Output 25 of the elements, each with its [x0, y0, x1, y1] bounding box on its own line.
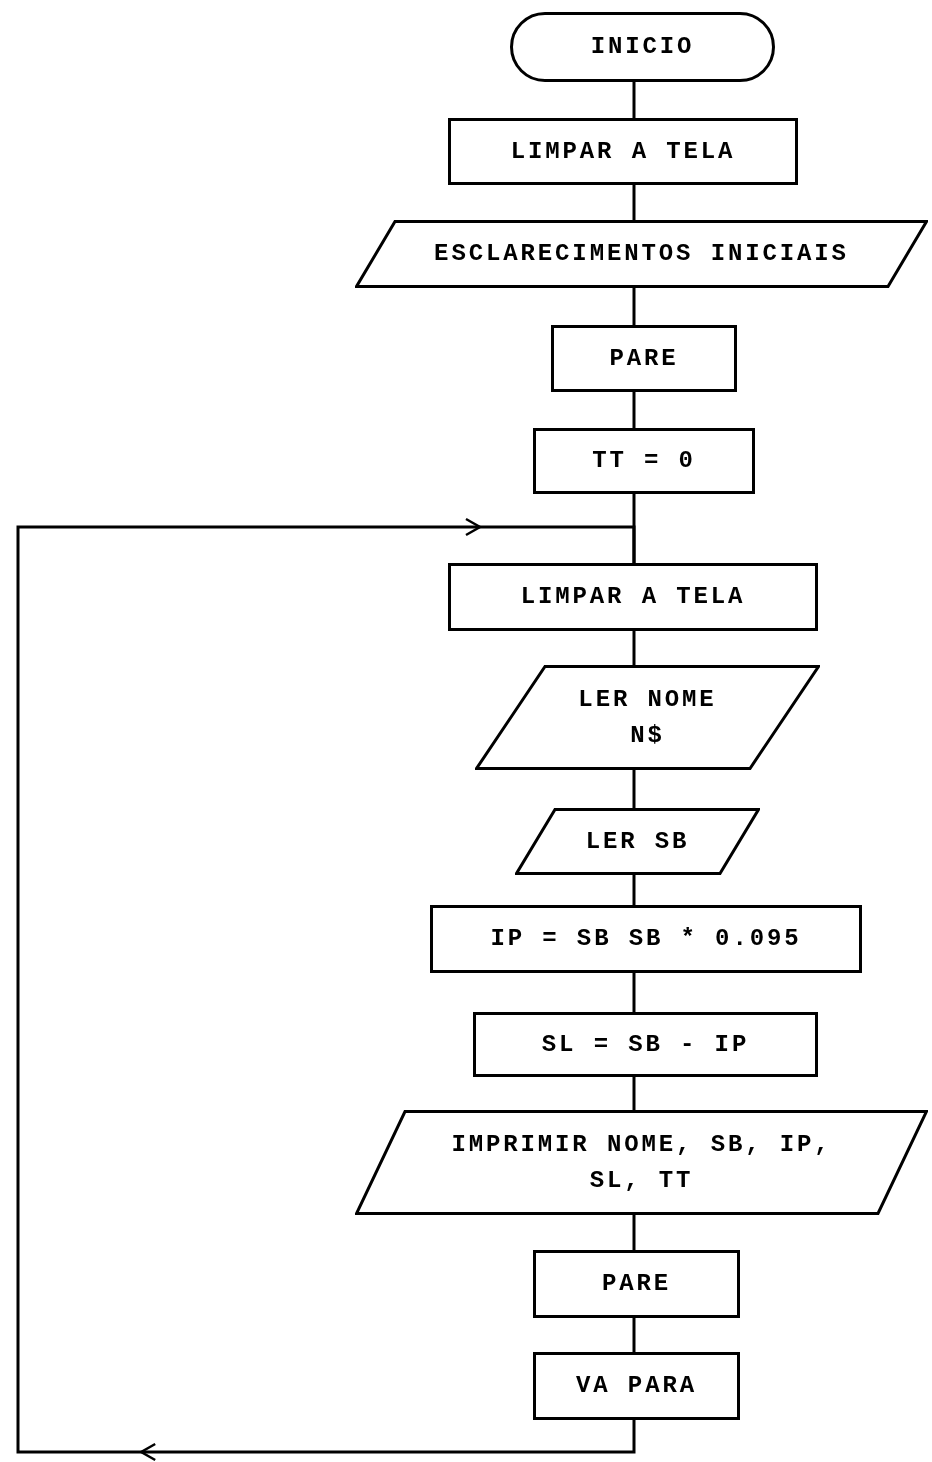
node-label: IMPRIMIR NOME, SB, IP, SL, TT [450, 1129, 833, 1196]
process-box [430, 905, 862, 973]
node-label: PARE [609, 343, 679, 374]
node-label: LER SB [585, 826, 690, 857]
process-box [533, 1352, 740, 1420]
process-box [448, 118, 798, 185]
node-label: LER NOME N$ [577, 684, 718, 751]
node-label: ESCLARECIMENTOS INICIAIS [434, 239, 849, 269]
input-output-parallelogram [355, 1110, 928, 1215]
input-output-parallelogram [475, 665, 820, 770]
process-box [448, 563, 818, 631]
input-output-parallelogram [515, 808, 760, 875]
process-box [551, 325, 737, 392]
node-label: LIMPAR A TELA [520, 582, 746, 612]
node-label: LIMPAR A TELA [510, 136, 736, 167]
node-label: TT = 0 [592, 446, 696, 476]
input-output-parallelogram [355, 220, 928, 288]
process-box [533, 428, 755, 494]
node-label: PARE [601, 1269, 672, 1299]
process-box [533, 1250, 740, 1318]
process-box [473, 1012, 818, 1077]
node-label: INICIO [590, 32, 695, 62]
node-label: IP = SB SB * 0.095 [490, 924, 802, 954]
node-label: SL = SB - IP [541, 1029, 750, 1060]
node-label: VA PARA [576, 1371, 697, 1401]
